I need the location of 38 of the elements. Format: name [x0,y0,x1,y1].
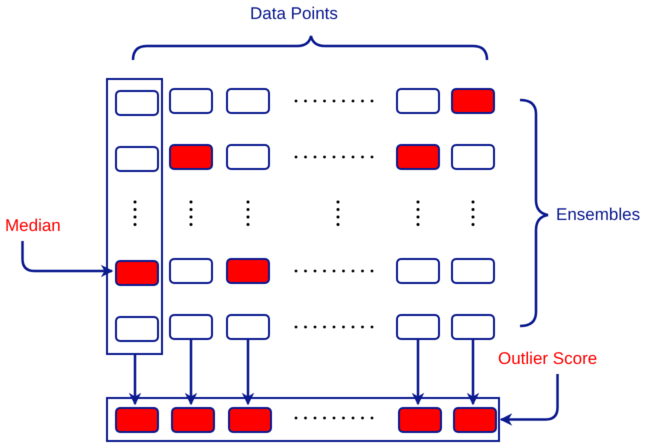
highlighted-cell [398,407,442,433]
highlighted-cell [226,258,270,284]
score-cell [396,314,440,340]
score-cell [451,144,495,170]
score-cell [396,258,440,284]
score-cell [115,316,159,342]
arrow [184,340,198,406]
arrow [466,340,480,406]
callout-text: Median [5,215,75,237]
highlighted-cell [451,88,495,114]
highlighted-cell [228,407,272,433]
callout-text: Outlier Score [498,348,622,370]
axis-label: Data Points [250,4,338,24]
score-cell [169,314,213,340]
arrow [500,374,559,426]
score-cell [451,314,495,340]
score-cell [115,90,159,116]
arrow [128,355,142,406]
score-cell [169,258,213,284]
score-cell [115,146,159,172]
score-cell [169,88,213,114]
highlighted-cell [171,407,215,433]
score-cell [226,144,270,170]
arrow [21,241,114,278]
score-cell [226,314,270,340]
highlighted-cell [169,144,213,170]
highlighted-cell [453,407,497,433]
score-cell [226,88,270,114]
highlighted-cell [396,144,440,170]
arrow [242,340,254,406]
score-cell [396,88,440,114]
highlighted-cell [115,407,159,433]
column-frame [106,78,163,355]
axis-label: Ensembles [556,205,640,225]
highlighted-cell [115,260,159,286]
score-cell [451,258,495,284]
result-row-frame [106,397,500,442]
arrow [412,340,424,406]
